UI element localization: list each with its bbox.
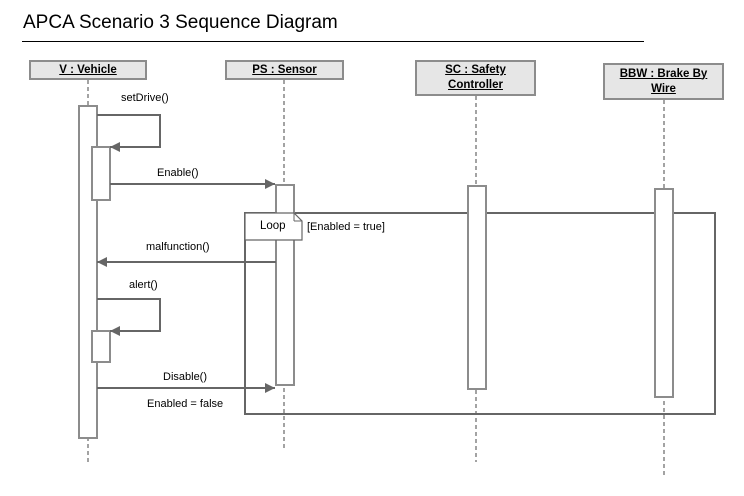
loop-operator-tag bbox=[244, 212, 303, 241]
disable-label: Disable() bbox=[163, 371, 208, 383]
malfunction-label: malfunction() bbox=[146, 241, 210, 253]
enable-label: Enable() bbox=[157, 167, 199, 179]
safety-lifeline-head: SC : Safety Controller bbox=[415, 60, 536, 96]
enabled-false-label: Enabled = false bbox=[147, 398, 224, 410]
safety-label: SC : Safety Controller bbox=[445, 64, 506, 91]
vehicle-lifeline-head: V : Vehicle bbox=[29, 60, 147, 80]
loop-operator-label: Loop bbox=[260, 220, 286, 232]
alert-arrow bbox=[97, 298, 161, 336]
setdrive-label: setDrive() bbox=[121, 92, 169, 104]
loop-guard: [Enabled = true] bbox=[307, 221, 385, 233]
sensor-lifeline-head: PS : Sensor bbox=[225, 60, 344, 80]
sensor-label: PS : Sensor bbox=[252, 63, 317, 76]
vehicle-activation-alert bbox=[91, 330, 111, 363]
loop-operator: Loop bbox=[245, 213, 302, 240]
bbw-activation bbox=[654, 188, 674, 398]
vehicle-label: V : Vehicle bbox=[59, 63, 117, 76]
diagram-title: APCA Scenario 3 Sequence Diagram bbox=[23, 12, 338, 33]
bbw-label: BBW : Brake By Wire bbox=[619, 67, 708, 95]
setdrive-arrow bbox=[97, 114, 161, 152]
vehicle-activation-setdrive bbox=[91, 146, 111, 201]
safety-activation bbox=[467, 185, 487, 390]
bbw-lifeline-head: BBW : Brake By Wire bbox=[603, 63, 724, 100]
title-underline bbox=[22, 41, 644, 42]
alert-label: alert() bbox=[129, 279, 158, 291]
